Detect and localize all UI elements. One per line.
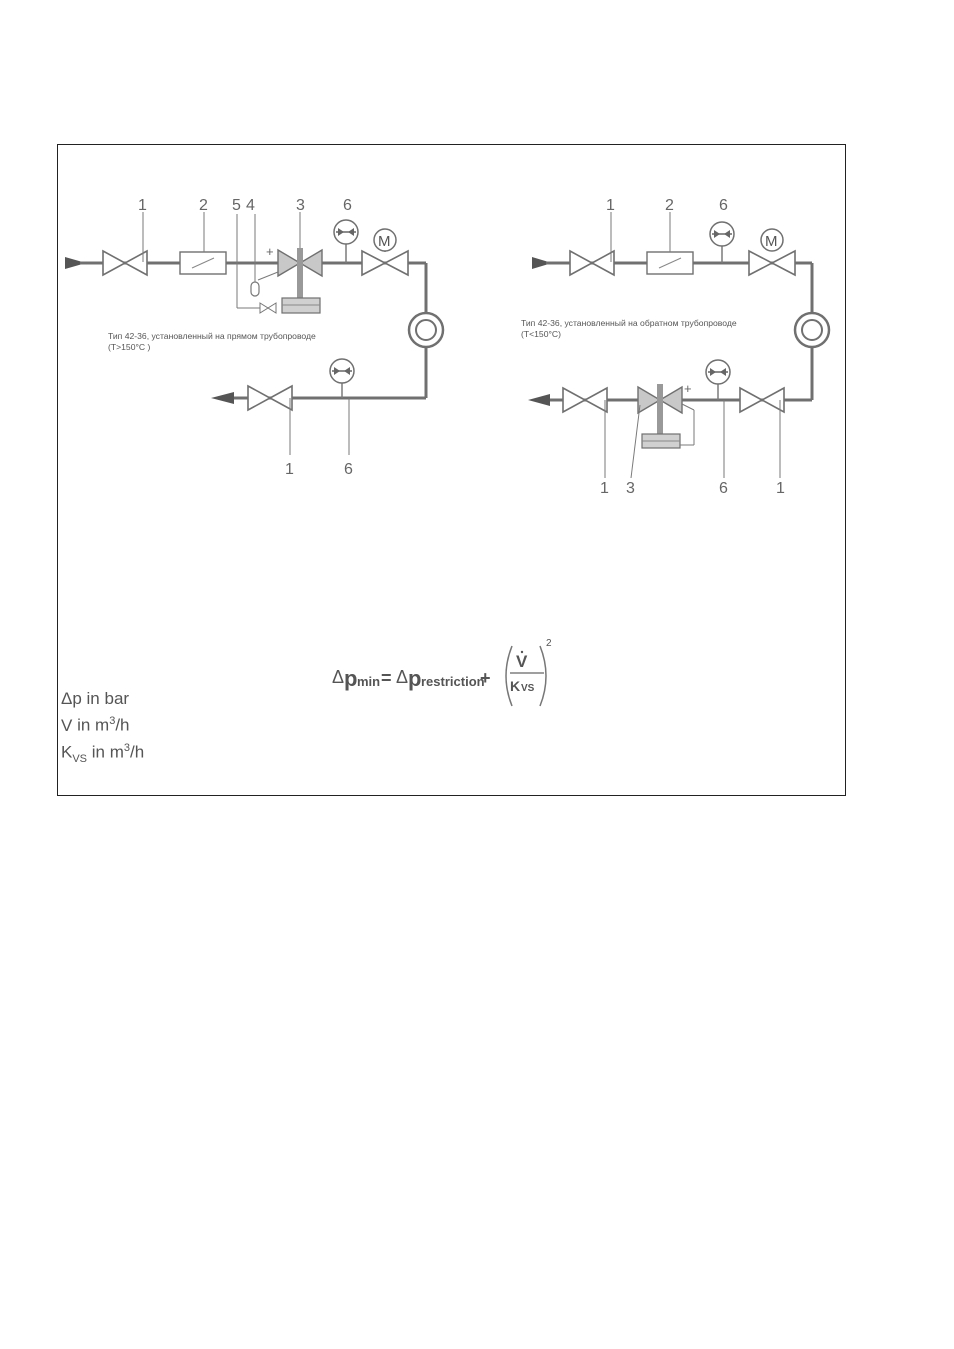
caption-right-line1: Тип 42-36, установленный на обратном тру… (521, 318, 737, 328)
strainer-icon (647, 212, 693, 274)
units-k-letter: K (61, 742, 72, 761)
label-1: 1 (138, 197, 147, 214)
pressure-regulator-icon (278, 248, 322, 313)
outlet-arrow-icon (528, 394, 550, 406)
formula-equals: = (381, 668, 392, 688)
units-dp: Δp in bar (61, 688, 144, 710)
units-k-rest: in m (87, 742, 124, 761)
plus-sign: + (266, 244, 274, 259)
formula-plus: + (480, 668, 491, 688)
label-1: 1 (285, 461, 294, 478)
shutoff-valve-icon (103, 251, 147, 275)
formula-p: p (344, 666, 357, 691)
units-v-rest: in m (72, 716, 109, 735)
label-1: 1 (776, 480, 785, 497)
formula-v: V (516, 652, 528, 671)
heat-exchanger-icon (409, 313, 443, 347)
caption-right-line2: (T<150°C) (521, 329, 561, 339)
label-6: 6 (719, 480, 728, 497)
formula-delta2: Δ (396, 667, 408, 687)
outlet-arrow-icon (211, 392, 234, 404)
units-k-sub: VS (72, 753, 87, 765)
pressure-gauge-icon (710, 222, 734, 263)
label-6: 6 (343, 197, 352, 214)
formula-exponent: 2 (546, 638, 552, 649)
formula-delta: Δ (332, 667, 344, 687)
units-v-prefix: V (61, 716, 72, 735)
formula-p2: p (408, 666, 421, 691)
label-1: 1 (600, 480, 609, 497)
pressure-gauge-icon (334, 220, 358, 263)
label-6: 6 (344, 461, 353, 478)
restrictor-icon (251, 282, 259, 296)
formula-restriction: restriction (421, 674, 485, 689)
units-v: V in m3/h (61, 710, 144, 737)
caption-left-line1: Тип 42-36, установленный на прямом трубо… (108, 331, 316, 341)
label-4: 4 (246, 197, 255, 214)
label-3: 3 (296, 197, 305, 214)
shutoff-valve-icon (248, 386, 292, 455)
pressure-gauge-icon (330, 359, 354, 455)
label-3: 3 (626, 480, 635, 497)
strainer-icon (180, 252, 226, 274)
units-k-tail: /h (130, 742, 144, 761)
label-2: 2 (665, 197, 674, 214)
plus-sign: + (684, 381, 692, 396)
formula-kvs-sub: VS (521, 683, 535, 694)
caption-left-line2: (T>150°C ) (108, 342, 150, 352)
label-2: 2 (199, 197, 208, 214)
piping-schematic: 1 2 5 4 3 6 1 6 M + Тип 42-36, установле… (0, 0, 954, 800)
formula-min: min (357, 674, 380, 689)
right-schematic: 1 2 6 1 3 6 1 M + Тип 42-36, установленн… (521, 197, 829, 497)
units-legend: Δp in bar V in m3/h KVS in m3/h (61, 688, 144, 770)
pressure-regulator-icon (631, 384, 694, 478)
formula: Δ p min = Δ p restriction + V K VS 2 (332, 638, 552, 706)
units-k: KVS in m3/h (61, 737, 144, 770)
pressure-gauge-icon (706, 360, 730, 478)
left-schematic: 1 2 5 4 3 6 1 6 M + Тип 42-36, установле… (65, 197, 443, 478)
label-6: 6 (719, 197, 728, 214)
formula-kvs-k: K (510, 678, 520, 694)
heat-exchanger-icon (795, 313, 829, 347)
motor-label: M (378, 233, 391, 250)
label-1: 1 (606, 197, 615, 214)
label-5: 5 (232, 197, 241, 214)
motor-label: M (765, 233, 778, 250)
units-v-tail: /h (115, 716, 129, 735)
shutoff-valve-icon (570, 212, 614, 275)
